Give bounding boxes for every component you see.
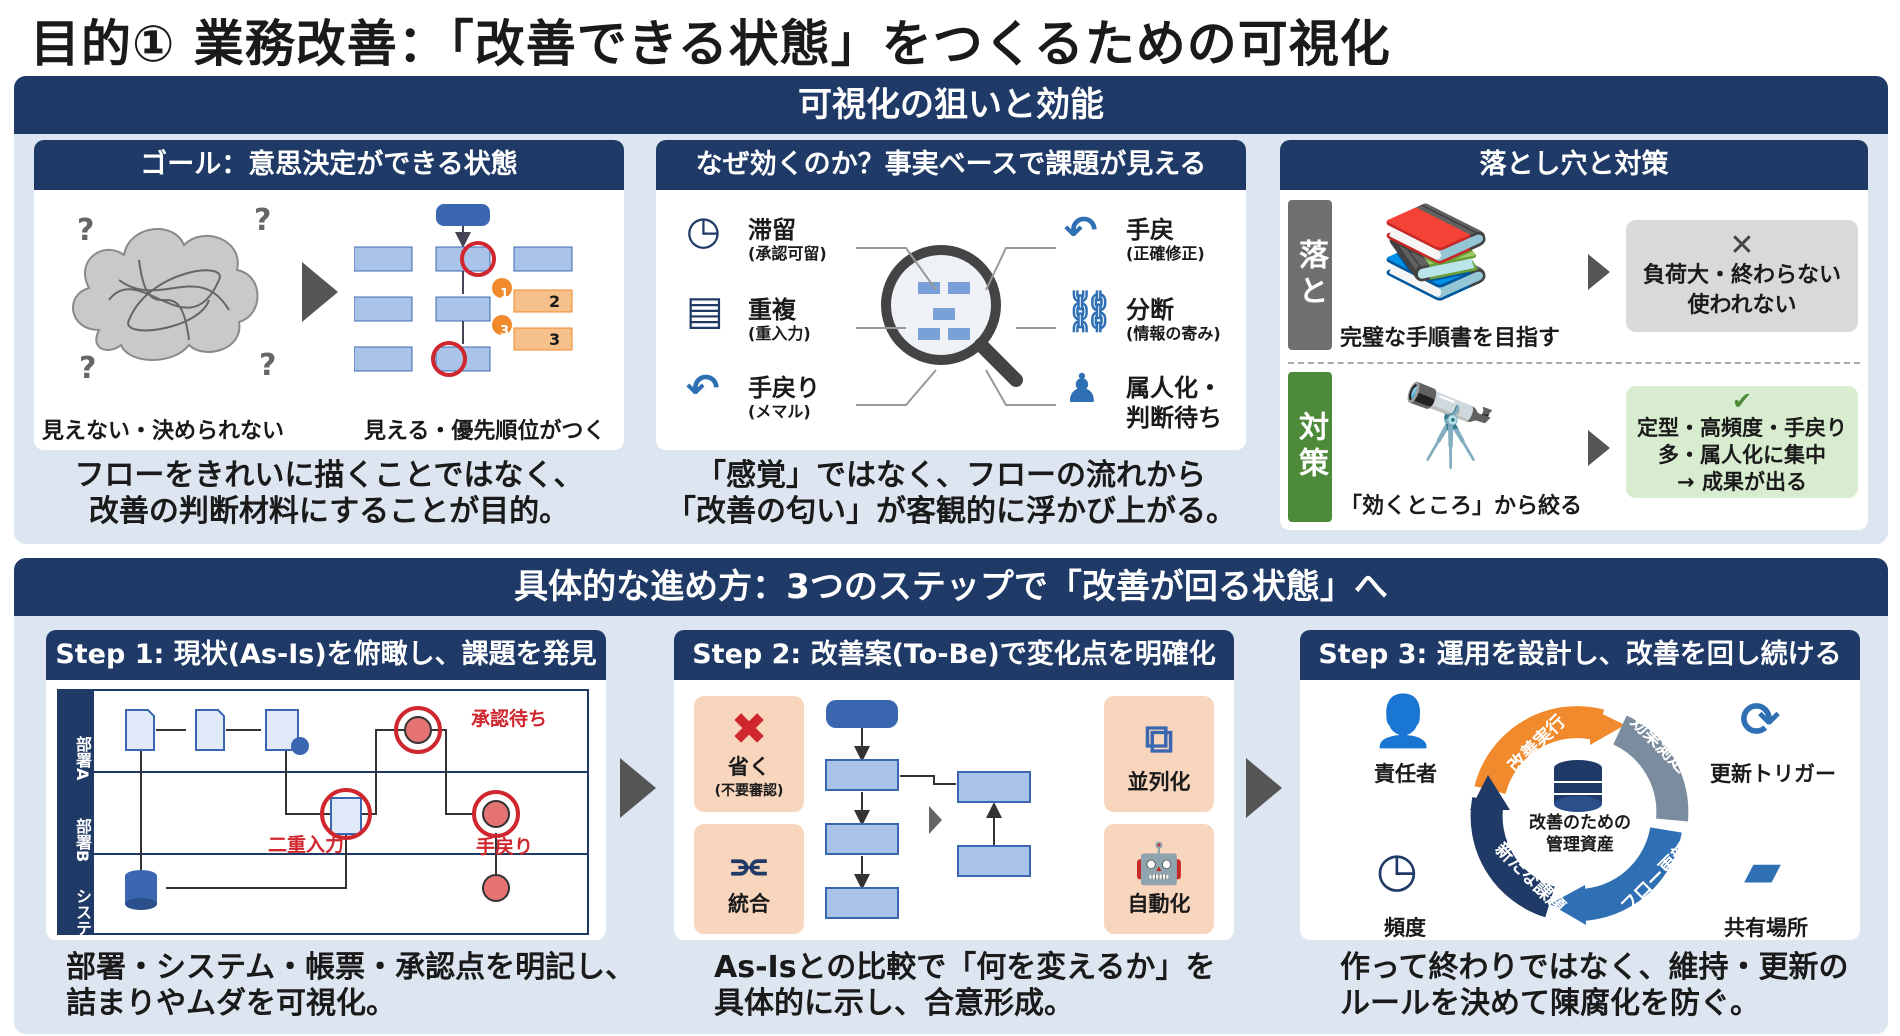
rank-box-3: 3: [549, 330, 561, 349]
why-card-header: なぜ効くのか？事実ベースで課題が見える: [656, 140, 1246, 190]
goal-card: ゴール：意思決定ができる状態 ? ? ? ? 1 3 2 3 見えない・決められ…: [34, 140, 624, 450]
step3-card: Step 3: 運用を設計し、改善を回し続ける 改善実行 効果測定 フロー更新 …: [1300, 630, 1860, 940]
pitfall-tag: 落と: [1288, 200, 1332, 350]
managed-assets-label: 改善のための管理資産: [1529, 813, 1631, 855]
trigger-label: 更新トリガー: [1710, 762, 1836, 786]
omit-box: ✖ 省く(不要審認): [694, 696, 804, 812]
why-connector-lines: [856, 247, 1056, 406]
step-arrow: [620, 758, 656, 818]
parallel-box: ⧉ 並列化: [1104, 696, 1214, 812]
svg-text:?: ?: [79, 351, 96, 380]
countermeasure-tag: 対策: [1288, 372, 1332, 522]
parallel-icon: ⧉: [1144, 716, 1174, 762]
invisible-label: 見えない・決められない: [42, 419, 285, 444]
binoculars-icon: 🔭: [1400, 379, 1500, 472]
pitfall-result-box: ✕ 負荷大・終わらない使われない: [1626, 220, 1858, 332]
pitfall-label: 完璧な手順書を目指す: [1340, 326, 1561, 351]
person-icon: ♟: [1064, 366, 1100, 412]
step2-card: Step 2: 改善案(To-Be)で変化点を明確化 ✖ 省く(不要審認) ⫘ …: [674, 630, 1234, 940]
return-icon: ↶: [686, 366, 720, 412]
clock-icon: ◷: [1376, 842, 1418, 898]
pitfall-card: 落とし穴と対策 落と 📚 完璧な手順書を目指す ✕ 負荷大・終わらない使われない…: [1280, 140, 1868, 530]
step3-caption: 作って終わりではなく、維持・更新のルールを決めて陳腐化を防ぐ。: [1340, 950, 1849, 1021]
merge-box: ⫘ 統合: [694, 824, 804, 934]
countermeasure-result-box: ✔ 定型・高頻度・手戻り多・属人化に集中→ 成果が出る: [1626, 386, 1858, 498]
automation-box: 🤖 自動化: [1104, 824, 1214, 934]
lane-label: 部署B: [73, 817, 92, 863]
pitfall-card-header: 落とし穴と対策: [1280, 140, 1868, 190]
owner-icon: 👤: [1372, 692, 1435, 750]
rework-label: 手戻り: [476, 836, 534, 858]
rank-box-2: 2: [549, 292, 561, 311]
undo-icon: ↶: [1064, 208, 1098, 254]
svg-text:?: ?: [254, 203, 271, 238]
double-entry-label: 二重入力: [268, 834, 345, 856]
lane-label: システム: [73, 888, 92, 940]
frequency-label: 頻度: [1384, 916, 1426, 940]
purpose-panel: 可視化の狙いと効能 ゴール：意思決定ができる状態 ? ? ? ? 1 3 2 3…: [14, 76, 1888, 544]
merge-icon: ⫘: [731, 841, 767, 887]
why-item-rework: 手戻り: [748, 374, 820, 402]
tangled-cloud-icon: ? ? ? ?: [72, 203, 276, 380]
wait-approval-label: 承認待ち: [471, 708, 548, 730]
folder-icon: ▰: [1744, 842, 1781, 898]
why-item-dependency: 属人化・: [1126, 374, 1222, 402]
why-item-duplicate: 重複: [748, 296, 796, 324]
countermeasure-arrow: [1588, 430, 1610, 466]
goal-card-header: ゴール：意思決定ができる状態: [34, 140, 624, 190]
step2-header: Step 2: 改善案(To-Be)で変化点を明確化: [674, 630, 1234, 680]
why-item-return: 手戻: [1126, 216, 1174, 244]
as-is-swimlane-diagram: [57, 689, 589, 935]
visible-label: 見える・優先順位がつく: [364, 419, 606, 444]
robot-icon: 🤖: [1134, 841, 1184, 887]
lane-label: 部署A: [73, 735, 92, 781]
documents-icon: ▤: [686, 288, 724, 334]
rank-3-badge: 3: [500, 324, 510, 339]
steps-panel-header: 具体的な進め方：3つのステップで「改善が回る状態」へ: [14, 558, 1888, 616]
steps-panel: 具体的な進め方：3つのステップで「改善が回る状態」へ Step 1: 現状(As…: [14, 558, 1888, 1034]
step1-card: Step 1: 現状(As-Is)を俯瞰し、課題を発見 部署A 部署B システム…: [46, 630, 606, 940]
svg-text:?: ?: [77, 213, 94, 248]
countermeasure-label: 「効くところ」から絞る: [1340, 494, 1583, 519]
why-item-stagnation: 滞留: [748, 216, 796, 244]
why-card: なぜ効くのか？事実ベースで課題が見える ◷ 滞留 (承認可留) ▤ 重複 (重入…: [656, 140, 1246, 450]
step1-caption: 部署・システム・帳票・承認点を明記し、詰まりやムダを可視化。: [66, 950, 636, 1021]
check-icon: ✔: [1731, 387, 1753, 415]
pitfall-arrow: [1588, 254, 1610, 290]
svg-text:?: ?: [259, 348, 276, 380]
step-arrow: [1246, 758, 1282, 818]
clock-icon: ◷: [686, 208, 721, 254]
books-icon: 📚: [1380, 199, 1493, 304]
page-title: 目的① 業務改善：「改善できる状態」をつくるための可視化: [30, 15, 1391, 73]
refresh-trigger-icon: ⟳: [1740, 692, 1781, 748]
cross-icon: ✕: [1729, 228, 1755, 263]
rank-1-badge: 1: [500, 287, 510, 302]
cross-document-icon: ✖: [730, 704, 768, 755]
step3-header: Step 3: 運用を設計し、改善を回し続ける: [1300, 630, 1860, 680]
owner-label: 責任者: [1374, 762, 1437, 786]
why-item-disconnect: 分断: [1126, 296, 1174, 324]
purpose-panel-header: 可視化の狙いと効能: [14, 76, 1888, 134]
step1-header: Step 1: 現状(As-Is)を俯瞰し、課題を発見: [46, 630, 606, 680]
broken-link-icon: ⛓: [1064, 289, 1115, 335]
to-be-flow-diagram: [825, 700, 1031, 919]
shared-location-label: 共有場所: [1724, 916, 1808, 940]
magnifier-icon: [881, 245, 1023, 387]
clear-flow-diagram: [354, 204, 573, 377]
divider: [1288, 362, 1860, 364]
improvement-cycle-diagram: [1470, 706, 1689, 925]
why-caption: 「感覚」ではなく、フローの流れから「改善の匂い」が客観的に浮かび上がる。: [666, 458, 1236, 529]
goal-caption: フローをきれいに描くことではなく、改善の判断材料にすることが目的。: [74, 458, 584, 529]
transform-arrow: [302, 262, 338, 322]
step2-caption: As-Isとの比較で「何を変えるか」を具体的に示し、合意形成。: [714, 950, 1216, 1021]
